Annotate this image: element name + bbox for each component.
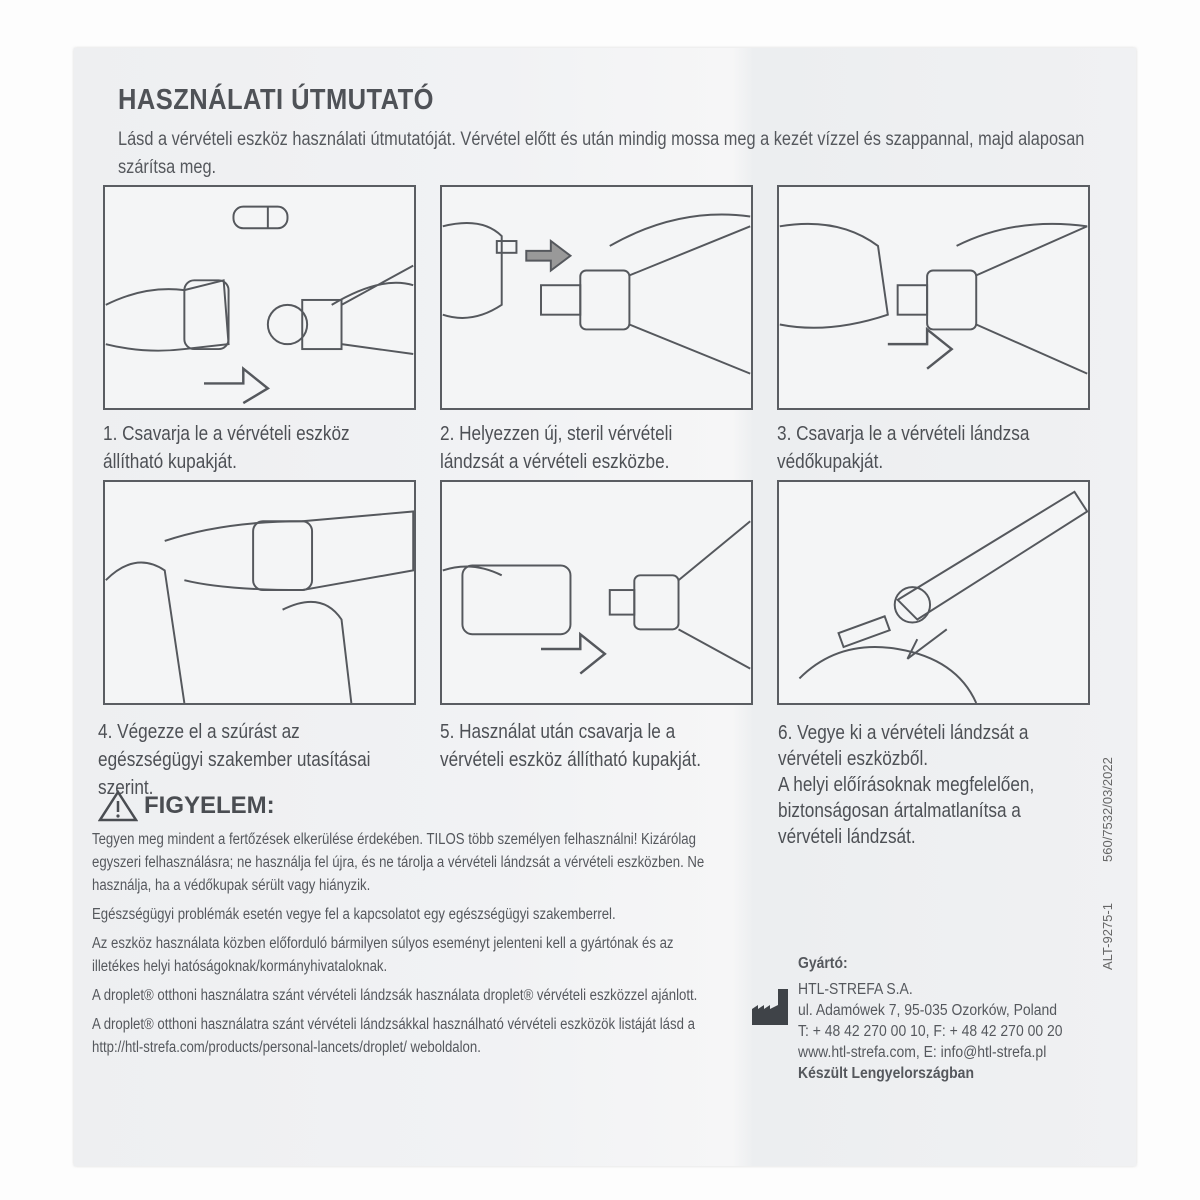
- warning-paragraph: A droplet® otthoni használatra szánt vér…: [92, 987, 698, 1004]
- alt-code: ALT-9275-1: [1100, 903, 1115, 970]
- step-5-caption: 5. Használat után csavarja le a vérvétel…: [440, 721, 702, 771]
- manufacturer-name: HTL-STREFA S.A.: [798, 981, 913, 998]
- page-title: HASZNÁLATI ÚTMUTATÓ: [118, 84, 434, 116]
- manufacturer-web: www.htl-strefa.com, E: info@htl-strefa.p…: [798, 1044, 1047, 1061]
- step-6-illustration: [777, 480, 1090, 705]
- step-2-caption: 2. Helyezzen új, steril vérvételi lándzs…: [440, 423, 673, 473]
- step-4-illustration: [103, 480, 416, 705]
- warning-heading-text: FIGYELEM:: [144, 792, 275, 819]
- warning-triangle-icon: [98, 790, 138, 822]
- step-4-caption: 4. Végezze el a szúrást az egészségügyi …: [98, 721, 371, 799]
- warning-paragraph: Egészségügyi problémák esetén vegye fel …: [92, 906, 616, 923]
- document-code: 560/7532/03/2022: [1100, 757, 1115, 862]
- manufacturer-address: ul. Adamówek 7, 95-035 Ozorków, Poland: [798, 1002, 1058, 1019]
- step-6-caption: 6. Vegye ki a vérvételi lándzsát a vérvé…: [778, 722, 1029, 770]
- step-1-illustration: [103, 185, 416, 410]
- step-1-caption: 1. Csavarja le a vérvételi eszköz állíth…: [103, 423, 350, 473]
- warning-paragraph: Az eszköz használata közben előforduló b…: [92, 935, 674, 975]
- step-6-disposal-note: A helyi előírásoknak megfelelően, bizton…: [778, 774, 1035, 848]
- made-in: Készült Lengyelországban: [798, 1065, 974, 1082]
- step-2-illustration: [440, 185, 753, 410]
- warning-text: Tegyen meg mindent a fertőzések elkerülé…: [92, 828, 713, 1065]
- step-5-illustration: [440, 480, 753, 705]
- intro-text: Lásd a vérvételi eszköz használati útmut…: [118, 129, 1085, 178]
- step-3-caption: 3. Csavarja le a vérvételi lándzsa védők…: [777, 423, 1030, 473]
- warning-paragraph: A droplet® otthoni használatra szánt vér…: [92, 1016, 695, 1056]
- warning-heading: FIGYELEM:: [98, 790, 275, 822]
- step-3-illustration: [777, 185, 1090, 410]
- manufacturer-block: Gyártó: HTL-STREFA S.A. ul. Adamówek 7, …: [798, 953, 1062, 1084]
- step-6-text: 6. Vegye ki a vérvételi lándzsát a vérvé…: [778, 720, 1070, 850]
- manufacturer-factory-icon: [752, 989, 788, 1025]
- manufacturer-label: Gyártó:: [798, 955, 848, 972]
- warning-paragraph: Tegyen meg mindent a fertőzések elkerülé…: [92, 831, 705, 894]
- manufacturer-phone: T: + 48 42 270 00 10, F: + 48 42 270 00 …: [798, 1023, 1063, 1040]
